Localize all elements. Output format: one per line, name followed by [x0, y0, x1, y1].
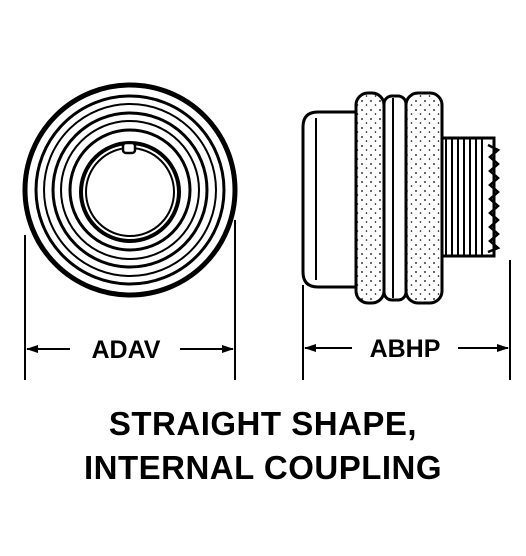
side-band-1 — [354, 91, 386, 305]
side-band-2 — [382, 94, 408, 302]
front-bore-outer — [79, 141, 181, 243]
side-thread-tip — [487, 143, 501, 254]
abhp-label: ABHP — [370, 335, 441, 363]
caption-line-2: INTERNAL COUPLING — [83, 449, 443, 486]
front-ring-6 — [68, 128, 192, 252]
caption-line-1: STRAIGHT SHAPE, — [108, 405, 418, 442]
side-back-shell — [301, 110, 356, 289]
front-outer-ring — [22, 82, 238, 298]
front-view — [22, 82, 238, 298]
dimension-abhp — [302, 260, 511, 380]
side-band-3 — [404, 91, 444, 305]
front-ring-5 — [60, 120, 200, 260]
front-ring-2 — [34, 94, 226, 286]
front-bore-inner — [85, 147, 175, 237]
front-ring-4 — [51, 111, 209, 269]
adav-label: ADAV — [92, 336, 161, 364]
side-view — [301, 91, 501, 305]
front-keyway — [121, 141, 137, 155]
dimension-adav — [24, 220, 236, 380]
side-thread-lines — [445, 138, 483, 256]
side-thread-body — [440, 136, 496, 258]
front-ring-3 — [43, 103, 217, 277]
